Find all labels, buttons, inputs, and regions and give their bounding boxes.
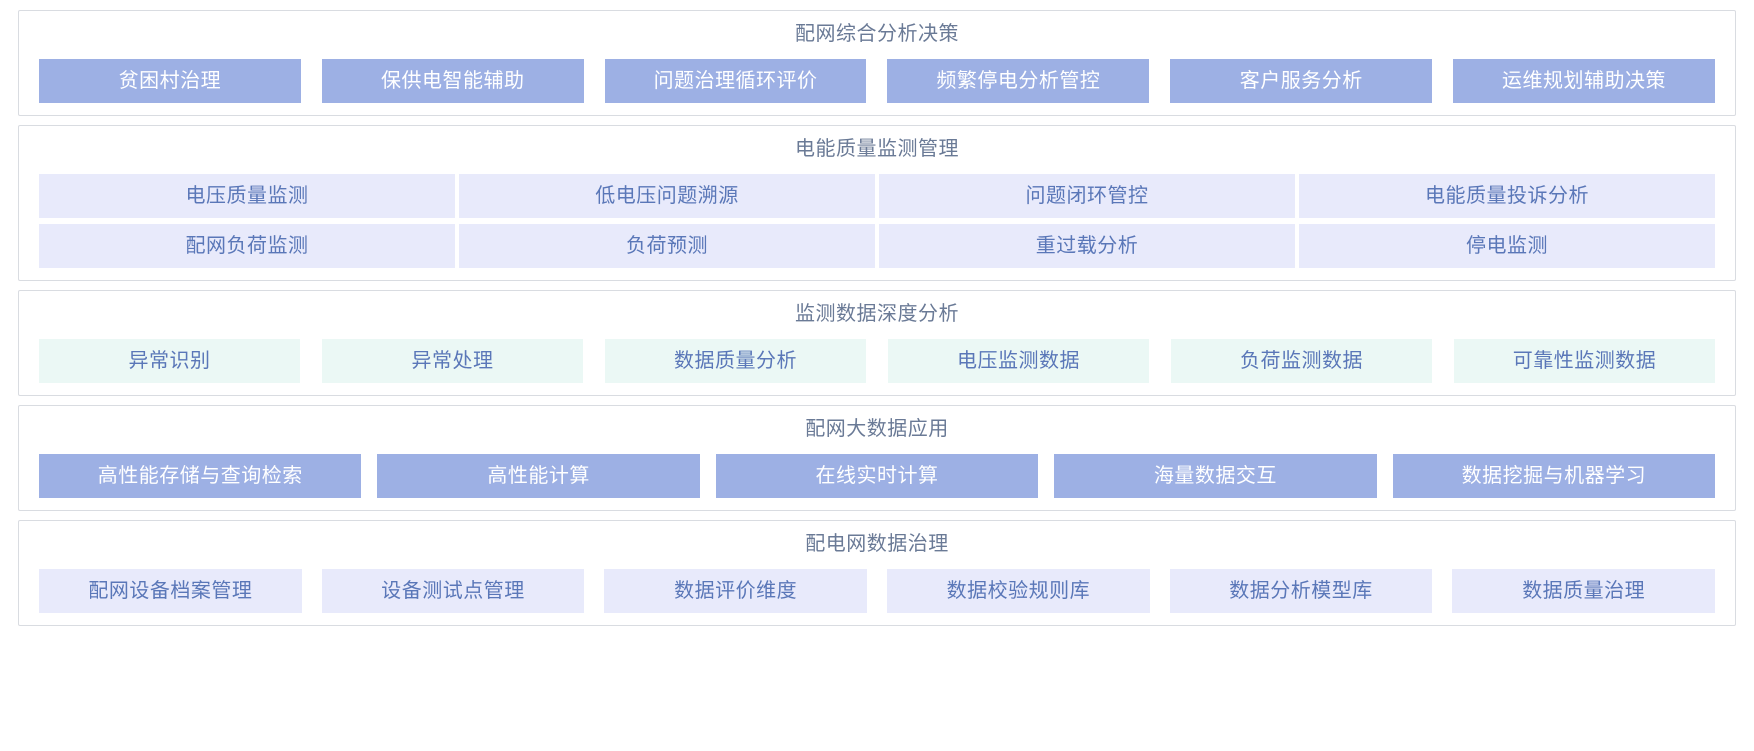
chip-row: 高性能存储与查询检索 高性能计算 在线实时计算 海量数据交互 数据挖掘与机器学习 [39,454,1716,498]
chip-kekaoxing-jiance-shuju[interactable]: 可靠性监测数据 [1454,339,1715,383]
chip-fuhe-yuce[interactable]: 负荷预测 [459,224,875,268]
chip-peiwang-shebei-dangan-guanli[interactable]: 配网设备档案管理 [39,569,302,613]
chip-row: 配网设备档案管理 设备测试点管理 数据评价维度 数据校验规则库 数据分析模型库 … [39,569,1716,613]
chip-tingdian-jiance[interactable]: 停电监测 [1299,224,1715,268]
section-dianneng-zhiliang-jiance-guanli: 电能质量监测管理 电压质量监测 低电压问题溯源 问题闭环管控 电能质量投诉分析 … [18,125,1736,281]
chip-yunwei-guihua-fuzhu-juece[interactable]: 运维规划辅助决策 [1453,59,1715,103]
chip-baogongdian-zhineng-fuzhu[interactable]: 保供电智能辅助 [321,59,584,103]
section-title: 电能质量监测管理 [795,138,959,160]
chip-wenti-bihuan-guankong[interactable]: 问题闭环管控 [879,174,1295,218]
chip-gaoxingneng-jisuan[interactable]: 高性能计算 [377,454,700,498]
chip-shebei-ceshidian-guanli[interactable]: 设备测试点管理 [321,569,585,613]
chip-shuju-zhiliang-zhili[interactable]: 数据质量治理 [1452,569,1716,613]
chip-row: 电压质量监测 低电压问题溯源 问题闭环管控 电能质量投诉分析 [39,174,1715,218]
chip-pinfan-tingdian-fenxi-guankong[interactable]: 频繁停电分析管控 [887,59,1150,103]
chip-hailiang-shuju-jiaohu[interactable]: 海量数据交互 [1054,454,1377,498]
chip-gaoxingneng-cunchu-yu-chaxun-jiansuo[interactable]: 高性能存储与查询检索 [39,454,362,498]
section-title: 配网大数据应用 [805,418,949,440]
chip-peiwang-fuhe-jiance[interactable]: 配网负荷监测 [39,224,455,268]
chip-shuju-zhiliang-fenxi[interactable]: 数据质量分析 [605,339,866,383]
chip-row: 贫困村治理 保供电智能辅助 问题治理循环评价 频繁停电分析管控 客户服务分析 运… [39,59,1715,103]
chip-kehu-fuwu-fenxi[interactable]: 客户服务分析 [1170,59,1433,103]
section-peidianwang-shuju-zhili: 配电网数据治理 配网设备档案管理 设备测试点管理 数据评价维度 数据校验规则库 … [18,520,1736,626]
chip-fuhe-jiance-shuju[interactable]: 负荷监测数据 [1171,339,1432,383]
chip-row: 异常识别 异常处理 数据质量分析 电压监测数据 负荷监测数据 可靠性监测数据 [39,339,1715,383]
section-peiwang-dashuju-yingyong: 配网大数据应用 高性能存储与查询检索 高性能计算 在线实时计算 海量数据交互 数… [18,405,1736,511]
chip-zaixian-shishi-jisuan[interactable]: 在线实时计算 [715,454,1039,498]
chip-shuju-wajue-yu-jiqi-xuexi[interactable]: 数据挖掘与机器学习 [1392,454,1716,498]
section-peiwang-zonghe-fenxi-juece: 配网综合分析决策 贫困村治理 保供电智能辅助 问题治理循环评价 频繁停电分析管控… [18,10,1736,116]
chip-pinkuncun-zhili[interactable]: 贫困村治理 [39,59,301,103]
chip-didianya-wenti-suyuan[interactable]: 低电压问题溯源 [459,174,875,218]
chip-yichang-shibie[interactable]: 异常识别 [39,339,300,383]
section-jiance-shuju-shendu-fenxi: 监测数据深度分析 异常识别 异常处理 数据质量分析 电压监测数据 负荷监测数据 … [18,290,1736,396]
chip-dianneng-zhiliang-tousu-fenxi[interactable]: 电能质量投诉分析 [1299,174,1715,218]
chip-dianya-jiance-shuju[interactable]: 电压监测数据 [888,339,1149,383]
chip-row: 配网负荷监测 负荷预测 重过载分析 停电监测 [39,224,1715,268]
chip-shuju-xiaoyan-guizeku[interactable]: 数据校验规则库 [887,569,1150,613]
section-title: 监测数据深度分析 [795,303,959,325]
section-title: 配电网数据治理 [805,533,949,555]
chip-dianya-zhiliang-jiance[interactable]: 电压质量监测 [39,174,455,218]
chip-shuju-pingjia-weidu[interactable]: 数据评价维度 [604,569,868,613]
chip-shuju-fenxi-moxingku[interactable]: 数据分析模型库 [1169,569,1433,613]
chip-zhongguozai-fenxi[interactable]: 重过载分析 [879,224,1295,268]
chip-wenti-zhili-xunhuan-pingjia[interactable]: 问题治理循环评价 [604,59,867,103]
chip-yichang-chuli[interactable]: 异常处理 [322,339,583,383]
section-title: 配网综合分析决策 [795,23,959,45]
